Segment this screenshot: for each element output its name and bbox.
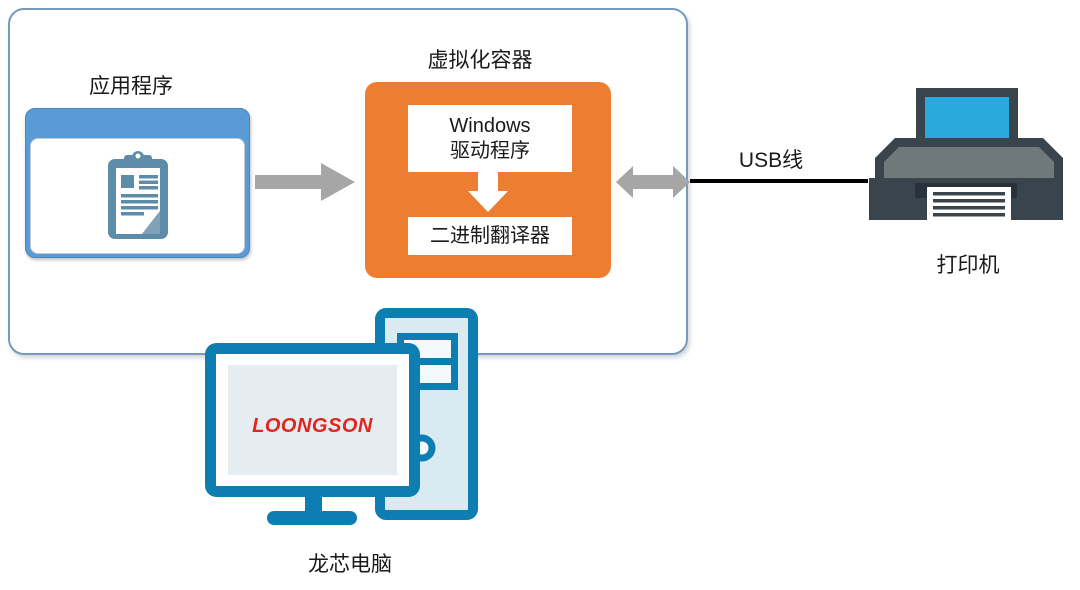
driver-label-line1: Windows (449, 114, 531, 137)
driver-label-line2: 驱动程序 (450, 139, 530, 162)
translator-label: 二进制翻译器 (430, 224, 550, 247)
clipboard-icon (107, 151, 168, 239)
usb-cable-line (690, 179, 868, 183)
printer-label: 打印机 (936, 254, 1000, 277)
monitor: LOONGSON (205, 343, 420, 525)
binary-translator-box: 二进制翻译器 (408, 217, 572, 255)
application-window-body (30, 138, 245, 254)
double-arrow-icon (616, 166, 690, 198)
application-label: 应用程序 (89, 75, 173, 98)
loongson-logo: LOONGSON (252, 415, 373, 437)
usb-label: USB线 (738, 149, 804, 172)
computer-label: 龙芯电脑 (308, 553, 392, 576)
windows-driver-box: Windows 驱动程序 (408, 105, 572, 172)
down-arrow-icon (468, 172, 508, 212)
right-arrow-icon (255, 163, 355, 201)
container-label: 虚拟化容器 (427, 49, 533, 72)
application-window (25, 108, 250, 258)
printer-icon (869, 88, 1063, 220)
virtualization-container: Windows 驱动程序 二进制翻译器 (365, 82, 611, 278)
computer-monitor-tower-icon: LOONGSON (205, 308, 478, 525)
